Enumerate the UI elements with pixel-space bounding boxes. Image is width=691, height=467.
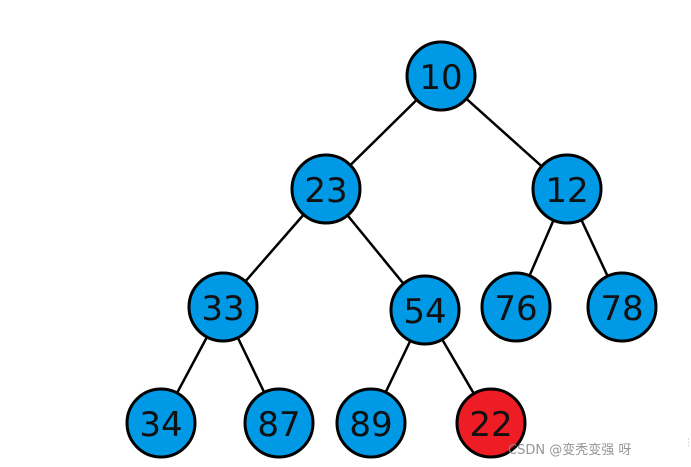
highlighted-node-circle xyxy=(455,387,527,459)
tree-node-78: 78 xyxy=(586,271,658,343)
tree-node-54: 54 xyxy=(389,274,461,346)
node-circle xyxy=(531,153,603,225)
tree-node-10: 10 xyxy=(405,40,477,112)
node-label: 34 xyxy=(139,405,182,445)
node-circle xyxy=(586,271,658,343)
tree-node-12: 12 xyxy=(531,153,603,225)
csdn-watermark: CSDN @变秃变强 呀 xyxy=(508,443,632,458)
node-circle xyxy=(290,153,362,225)
node-label: 12 xyxy=(545,171,588,211)
node-label: 33 xyxy=(201,289,244,329)
tree-nodes: 10 23 12 33 54 76 78 34 87 89 22 xyxy=(125,40,658,459)
node-label: 22 xyxy=(469,405,512,445)
node-circle xyxy=(389,274,461,346)
node-label: 23 xyxy=(304,171,347,211)
corner-mark: ⋮ xyxy=(684,438,691,448)
node-circle xyxy=(125,387,197,459)
node-label: 76 xyxy=(494,289,537,329)
node-label: 54 xyxy=(403,292,446,332)
node-circle xyxy=(243,387,315,459)
node-label: 78 xyxy=(600,289,643,329)
tree-node-76: 76 xyxy=(480,271,552,343)
tree-node-22: 22 xyxy=(455,387,527,459)
node-circle xyxy=(187,271,259,343)
node-circle xyxy=(480,271,552,343)
tree-edges xyxy=(159,75,624,424)
node-circle xyxy=(405,40,477,112)
node-circle xyxy=(335,387,407,459)
tree-node-34: 34 xyxy=(125,387,197,459)
node-label: 10 xyxy=(419,58,462,98)
tree-node-23: 23 xyxy=(290,153,362,225)
tree-node-33: 33 xyxy=(187,271,259,343)
node-label: 89 xyxy=(349,405,392,445)
node-label: 87 xyxy=(257,405,300,445)
tree-node-87: 87 xyxy=(243,387,315,459)
tree-node-89: 89 xyxy=(335,387,407,459)
